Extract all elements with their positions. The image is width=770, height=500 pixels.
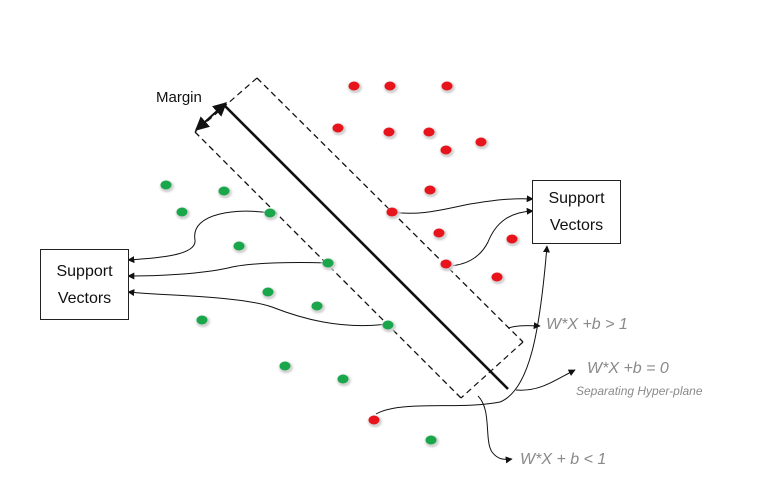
callout-right-3 (375, 245, 550, 415)
red-point (440, 145, 452, 155)
red-point (348, 81, 360, 91)
red-point (332, 123, 344, 133)
red-point (475, 137, 487, 147)
eq-neg-arrow (477, 395, 513, 464)
data-points (157, 79, 523, 450)
lower-margin-line (194, 131, 462, 399)
support-right-line2: Vectors (549, 217, 604, 234)
equation-zero-caption: Separating Hyper-plane (576, 384, 703, 398)
callout-left-3 (127, 289, 389, 327)
green-point (196, 315, 208, 325)
red-point (368, 415, 380, 425)
margin-end-top (194, 77, 258, 133)
callout-right-2 (445, 207, 534, 267)
support-right-line1: Support (548, 190, 605, 207)
red-point (383, 127, 395, 137)
green-point (176, 207, 188, 217)
margin-end-bottom (460, 341, 524, 399)
equation-negative: W*X + b < 1 (520, 451, 607, 468)
red-point (386, 207, 398, 217)
callout-right-1 (391, 195, 534, 214)
green-point (311, 301, 323, 311)
green-point (382, 320, 394, 330)
green-point (322, 258, 334, 268)
red-point (433, 228, 445, 238)
green-point (233, 241, 245, 251)
eq-zero-arrow (515, 369, 576, 391)
equation-positive: W*X +b > 1 (546, 316, 628, 333)
red-point (424, 185, 436, 195)
green-point (262, 287, 274, 297)
support-vectors-left-box: Support Vectors (40, 249, 129, 320)
hyperplane-line (223, 104, 509, 390)
support-left-line1: Support (56, 262, 113, 280)
equation-zero: W*X +b = 0 (587, 360, 669, 377)
callout-left-2 (127, 262, 329, 280)
red-point (423, 127, 435, 137)
green-point (425, 435, 437, 445)
green-point (337, 374, 349, 384)
green-point (218, 186, 230, 196)
red-point (441, 81, 453, 91)
green-point (264, 208, 276, 218)
green-point (279, 361, 291, 371)
callout-left-1 (127, 210, 271, 264)
red-point (440, 259, 452, 269)
margin-arrow (194, 102, 228, 131)
red-point (384, 81, 396, 91)
eq-pos-arrow (507, 322, 541, 330)
red-point (506, 234, 518, 244)
support-left-line2: Vectors (57, 289, 112, 307)
green-point (160, 180, 172, 190)
margin-label: Margin (156, 89, 202, 106)
support-vectors-right-box: Support Vectors (532, 180, 621, 244)
upper-margin-line (256, 77, 524, 343)
red-point (491, 272, 503, 282)
